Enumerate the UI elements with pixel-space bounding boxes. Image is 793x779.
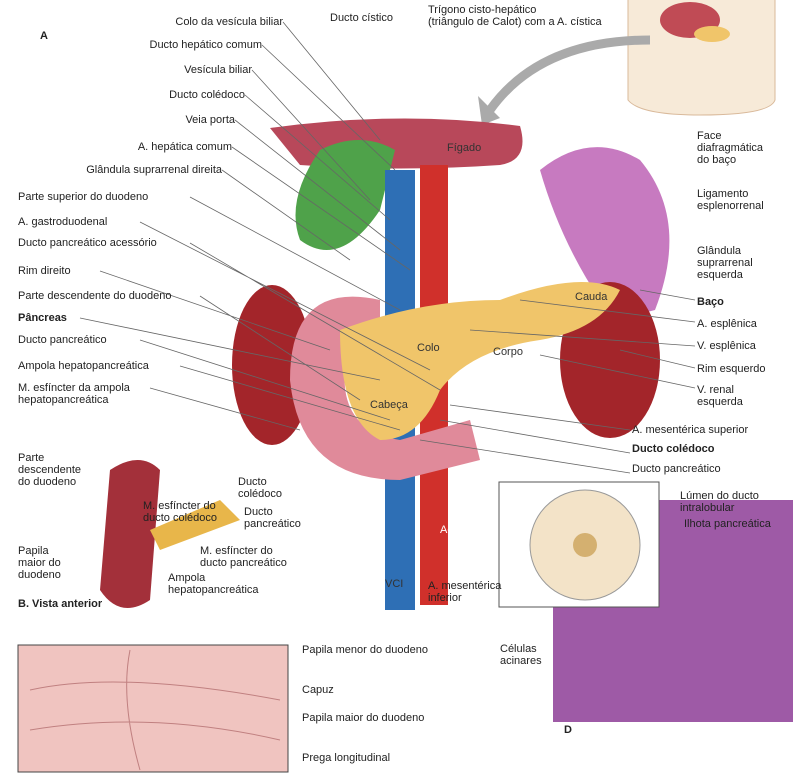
label-colo-vesicula: Colo da vesícula biliar <box>175 16 283 28</box>
label-face-diafragmatica: Face diafragmática do baço <box>697 130 764 166</box>
label-v-renal-esquerda: V. renal esquerda <box>697 384 743 408</box>
label-rim-direito: Rim direito <box>18 265 71 277</box>
organ-label-corpo: Corpo <box>493 346 523 358</box>
organ-label-aorta: Aorta <box>440 524 467 536</box>
liver <box>270 118 523 169</box>
gallbladder <box>295 140 395 250</box>
duodenum <box>290 296 480 480</box>
organ-label-figado: Fígado <box>447 142 482 154</box>
d-label-lumen-ducto: Lúmen do ducto intralobular <box>680 490 759 514</box>
label-ducto-pancreatico: Ducto pancreático <box>18 334 107 346</box>
panel-letter-a: A <box>40 30 48 42</box>
b-label-ducto-pancreatico: Ducto pancreático <box>244 506 301 530</box>
label-baco: Baço <box>697 296 724 308</box>
b-label-ducto-coledoco: Ducto colédoco <box>238 476 283 500</box>
spleen <box>540 147 670 314</box>
label-veia-porta: Veia porta <box>185 114 235 126</box>
label-pancreas: Pâncreas <box>18 312 67 324</box>
d-label-ilhota: Ilhota pancreática <box>684 518 771 530</box>
label-ducto-pancreatico-right: Ducto pancreático <box>632 463 721 475</box>
b-label-ampola: Ampola hepatopancreática <box>168 572 259 596</box>
c-label-papila-menor: Papila menor do duodeno <box>302 644 428 656</box>
b-label-esfincter-coledoco: M. esfíncter do ducto colédoco <box>143 500 217 524</box>
pancreas <box>340 282 620 440</box>
panel-letter-d: D <box>564 724 572 736</box>
panel-letter-b: B. Vista anterior <box>18 598 103 610</box>
label-ducto-coledoco-right: Ducto colédoco <box>632 443 715 455</box>
right-kidney <box>232 285 312 445</box>
label-ducto-coledoco: Ducto colédoco <box>169 89 245 101</box>
pointer-arrow <box>486 35 651 113</box>
label-ligamento-esplenorrenal: Ligamento esplenorrenal <box>697 188 764 212</box>
label-glandula-suprarrenal-esquerda: Glândula suprarrenal esquerda <box>697 245 753 281</box>
organ-label-cauda: Cauda <box>575 291 608 303</box>
d-label-celulas-acinares: Células acinares <box>500 643 542 667</box>
label-a-gastroduodenal: A. gastroduodenal <box>18 216 108 228</box>
b-label-parte-descendente: Parte descendente do duodeno <box>18 452 81 488</box>
label-v-esplenica: V. esplênica <box>697 340 756 352</box>
label-rim-esquerdo: Rim esquerdo <box>697 363 766 375</box>
panel-b-ducts <box>150 500 240 550</box>
label-trigono-cisto-hepatico: Trígono cisto-hepático (triângulo de Cal… <box>428 4 602 28</box>
label-vesicula-biliar: Vesícula biliar <box>184 64 252 76</box>
label-a-mesenterica-superior: A. mesentérica superior <box>632 424 749 436</box>
c-label-prega-longitudinal: Prega longitudinal <box>302 752 391 764</box>
label-ducto-hepatico-comum: Ducto hepático comum <box>149 39 263 51</box>
panel-c-mucosa <box>17 644 289 773</box>
c-label-papila-maior: Papila maior do duodeno <box>302 712 425 724</box>
organ-label-vci: VCI <box>385 578 404 590</box>
organ-label-colo: Colo <box>417 342 440 354</box>
organ-label-cabeca: Cabeça <box>370 399 408 411</box>
label-a-hepatica-comum: A. hepática comum <box>137 141 232 153</box>
label-ducto-pancreatico-acessorio: Ducto pancreático acessório <box>18 237 157 249</box>
b-label-papila-maior: Papila maior do duodeno <box>18 545 61 581</box>
label-ampola-hepatopancreatica: Ampola hepatopancreática <box>18 360 149 372</box>
b-label-esfincter-pancreatico: M. esfíncter do ducto pancreático <box>200 545 287 569</box>
label-esfincter-ampola: M. esfíncter da ampola hepatopancreática <box>18 382 130 406</box>
body-inset <box>627 0 776 116</box>
label-ducto-cistico: Ducto cístico <box>330 12 393 24</box>
label-glandula-suprarrenal-direita: Glândula suprarrenal direita <box>86 164 222 176</box>
c-label-capuz: Capuz <box>302 684 334 696</box>
label-a-esplenica: A. esplênica <box>697 318 757 330</box>
organ-label-a-mesenterica-inferior: A. mesentérica inferior <box>428 580 502 604</box>
panel-b-duodenum <box>100 460 160 608</box>
label-parte-descendente-duodeno: Parte descendente do duodeno <box>18 290 172 302</box>
label-parte-superior-duodeno: Parte superior do duodeno <box>18 191 149 203</box>
